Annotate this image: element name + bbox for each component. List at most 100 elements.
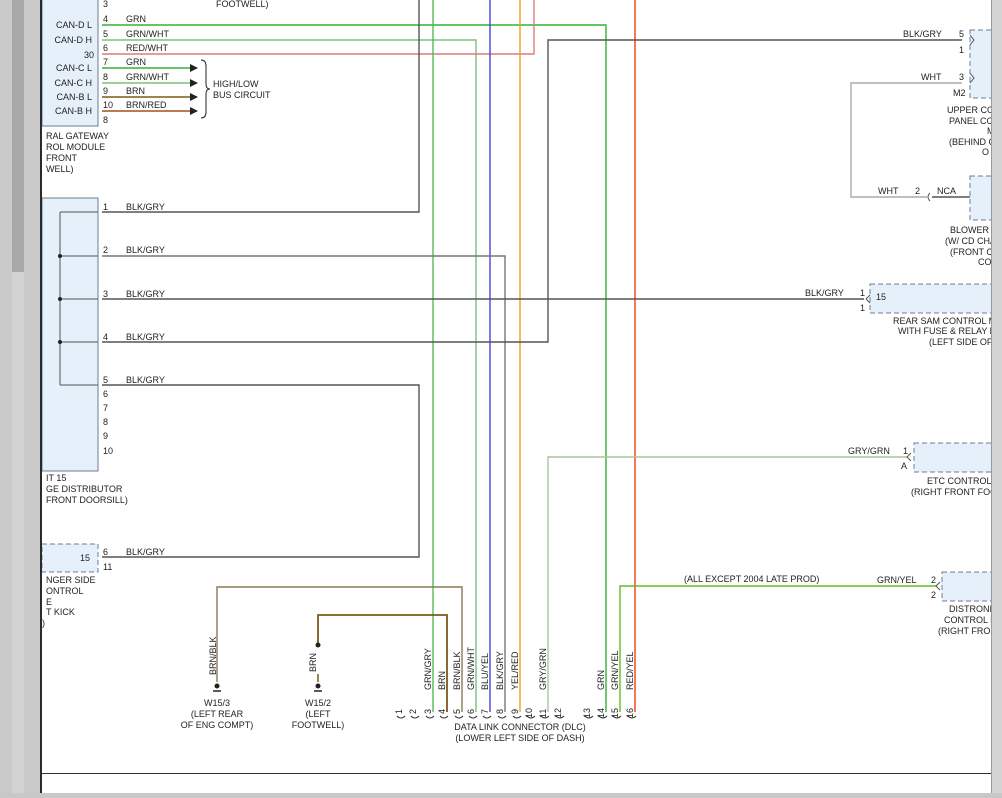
distronic-note: (ALL EXCEPT 2004 LATE PROD) bbox=[684, 574, 819, 584]
data-link-connector: GRN/GRY BRN BRN/BLK GRN/WHT BLU/YEL BLK/… bbox=[394, 647, 637, 743]
gw-pin-1: 4 bbox=[103, 14, 108, 24]
gw-pin-label-6: CAN-B H bbox=[55, 106, 92, 116]
ground-0-label-1: (LEFT REAR bbox=[191, 709, 244, 719]
distronic-caption-1: CONTROL M bbox=[944, 615, 998, 625]
scrollbar-thumb[interactable] bbox=[12, 0, 24, 272]
dlc-pin-3: 3 bbox=[423, 709, 433, 714]
gw-wire-3: GRN bbox=[126, 57, 146, 67]
pass-caption-4: ) bbox=[42, 618, 45, 628]
etc-wire: GRY/GRN bbox=[848, 446, 890, 456]
dlc-pin-4: 4 bbox=[437, 709, 447, 714]
gw-pin-7: 9 bbox=[103, 86, 108, 96]
gw-wire-6: BRN/RED bbox=[126, 100, 167, 110]
dist-pin-9: 10 bbox=[103, 446, 113, 456]
arrow-can-b-l bbox=[190, 93, 198, 101]
dist-wire-3: BLK/GRY bbox=[126, 289, 165, 299]
dist-wire-1: BLK/GRY bbox=[126, 202, 165, 212]
dlc-pin-5: 5 bbox=[452, 709, 462, 714]
diagram-page: CAN-D L CAN-D H CAN-C L CAN-C H CAN-B L … bbox=[40, 0, 1002, 793]
dlc-wire-4: BLU/YEL bbox=[480, 653, 490, 690]
gw-pin-2: 5 bbox=[103, 29, 108, 39]
wire-blk-gry-dist-5 bbox=[102, 384, 420, 558]
gw-wire-5: BRN bbox=[126, 86, 145, 96]
dlc-wire-5: BLK/GRY bbox=[495, 651, 505, 690]
gw-caption-0: FOOTWELL) bbox=[216, 0, 269, 9]
upper-wire-1: WHT bbox=[921, 72, 942, 82]
dlc-pin-13: 13 bbox=[582, 708, 592, 718]
dlc-wire-2: BRN/BLK bbox=[452, 651, 462, 690]
wire-blk-gry-dist-2 bbox=[102, 255, 506, 712]
wires bbox=[102, 0, 970, 712]
wire-brn-blk-ground bbox=[216, 586, 463, 712]
rear-caption-2: (LEFT SIDE OF bbox=[929, 337, 993, 347]
pass-caption-0: NGER SIDE bbox=[46, 575, 96, 585]
dist-caption-0: IT 15 bbox=[46, 473, 66, 483]
dist-caption-2: FRONT DOORSILL) bbox=[46, 495, 128, 505]
gw-pin-3: 6 bbox=[103, 43, 108, 53]
right-scroll-edge[interactable] bbox=[991, 0, 1002, 793]
ground-0-label-2: OF ENG COMPT) bbox=[181, 720, 254, 730]
arrow-can-c-l bbox=[190, 64, 198, 72]
wire-gry-grn-etc bbox=[547, 456, 907, 712]
blower-pin: 2 bbox=[915, 186, 920, 196]
dlc-wire-10: RED/YEL bbox=[625, 651, 635, 690]
distronic-wire: GRN/YEL bbox=[877, 575, 917, 585]
dist-pin-8: 9 bbox=[103, 431, 108, 441]
dlc-caption-1: (LOWER LEFT SIDE OF DASH) bbox=[455, 733, 584, 743]
etc-module: GRY/GRN 1 A ETC CONTROL M (RIGHT FRONT F… bbox=[848, 442, 1001, 497]
distronic-pin-1: 2 bbox=[931, 590, 936, 600]
upper-caption-1: PANEL CO bbox=[949, 116, 994, 126]
gw-wire-1: GRN/WHT bbox=[126, 29, 169, 39]
pass-caption-1: ONTROL bbox=[46, 586, 84, 596]
ground-1-label-0: W15/2 bbox=[305, 698, 331, 708]
upper-pin-1: 1 bbox=[959, 45, 964, 55]
dist-wire-2: BLK/GRY bbox=[126, 245, 165, 255]
distronic-caption-0: DISTRONIC bbox=[949, 604, 999, 614]
gw-caption-3: FRONT bbox=[46, 153, 77, 163]
etc-pin-1: A bbox=[901, 461, 907, 471]
gw-pin-4: 30 bbox=[84, 50, 94, 60]
dist-pin-0: 1 bbox=[103, 202, 108, 212]
wire-blk-gry-dist-4 bbox=[102, 39, 962, 343]
dist-pin-2: 3 bbox=[103, 289, 108, 299]
dlc-pin-8: 8 bbox=[495, 709, 505, 714]
rear-pin-1: 1 bbox=[860, 303, 865, 313]
upper-pin-2: 3 bbox=[959, 72, 964, 82]
rear-wire: BLK/GRY bbox=[805, 288, 844, 298]
rear-pin-2: 15 bbox=[876, 292, 886, 302]
gw-pin-label-4: CAN-C H bbox=[55, 78, 93, 88]
dist-wire-4: BLK/GRY bbox=[126, 332, 165, 342]
dlc-wire-0: GRN/GRY bbox=[423, 648, 433, 690]
upper-caption-0: UPPER CO bbox=[947, 105, 994, 115]
dlc-pin-12: 12 bbox=[553, 708, 563, 718]
gw-pin-label-3: CAN-C L bbox=[56, 63, 92, 73]
ground-1-label-2: FOOTWELL) bbox=[292, 720, 345, 730]
dlc-pin-10: 10 bbox=[524, 708, 534, 718]
dist-pin-6: 7 bbox=[103, 403, 108, 413]
wire-grn-can-d-l bbox=[102, 24, 607, 712]
wire-wht-upper-blower bbox=[850, 82, 962, 198]
arrow-can-b-h bbox=[190, 107, 198, 115]
blower-caption-3: CO bbox=[978, 257, 992, 267]
wire-blk-gry-dist-1 bbox=[102, 0, 420, 213]
gw-pin-label-1: CAN-D H bbox=[55, 35, 93, 45]
upper-caption-3: (BEHIND C bbox=[949, 137, 996, 147]
etc-caption-1: (RIGHT FRONT FOO bbox=[911, 487, 997, 497]
wire-grn-yel-distronic bbox=[619, 585, 937, 712]
gw-pin-label-5: CAN-B L bbox=[56, 92, 92, 102]
gw-wire-0: GRN bbox=[126, 14, 146, 24]
wire-red-wht-30 bbox=[102, 0, 535, 55]
ground-0-label-0: W15/3 bbox=[204, 698, 230, 708]
dist-pin-7: 8 bbox=[103, 417, 108, 427]
dlc-pin-15: 15 bbox=[610, 708, 620, 718]
dlc-pin-2: 2 bbox=[408, 709, 418, 714]
blower-caption-0: BLOWER bbox=[950, 225, 990, 235]
pass-caption-2: E bbox=[46, 597, 52, 607]
rear-pin-0: 1 bbox=[860, 288, 865, 298]
pass-pin-low: 11 bbox=[103, 562, 112, 572]
dlc-pin-7: 7 bbox=[480, 709, 490, 714]
gw-caption-2: ROL MODULE bbox=[46, 142, 105, 152]
pass-wire: BLK/GRY bbox=[126, 547, 165, 557]
dist-pin-5: 6 bbox=[103, 389, 108, 399]
